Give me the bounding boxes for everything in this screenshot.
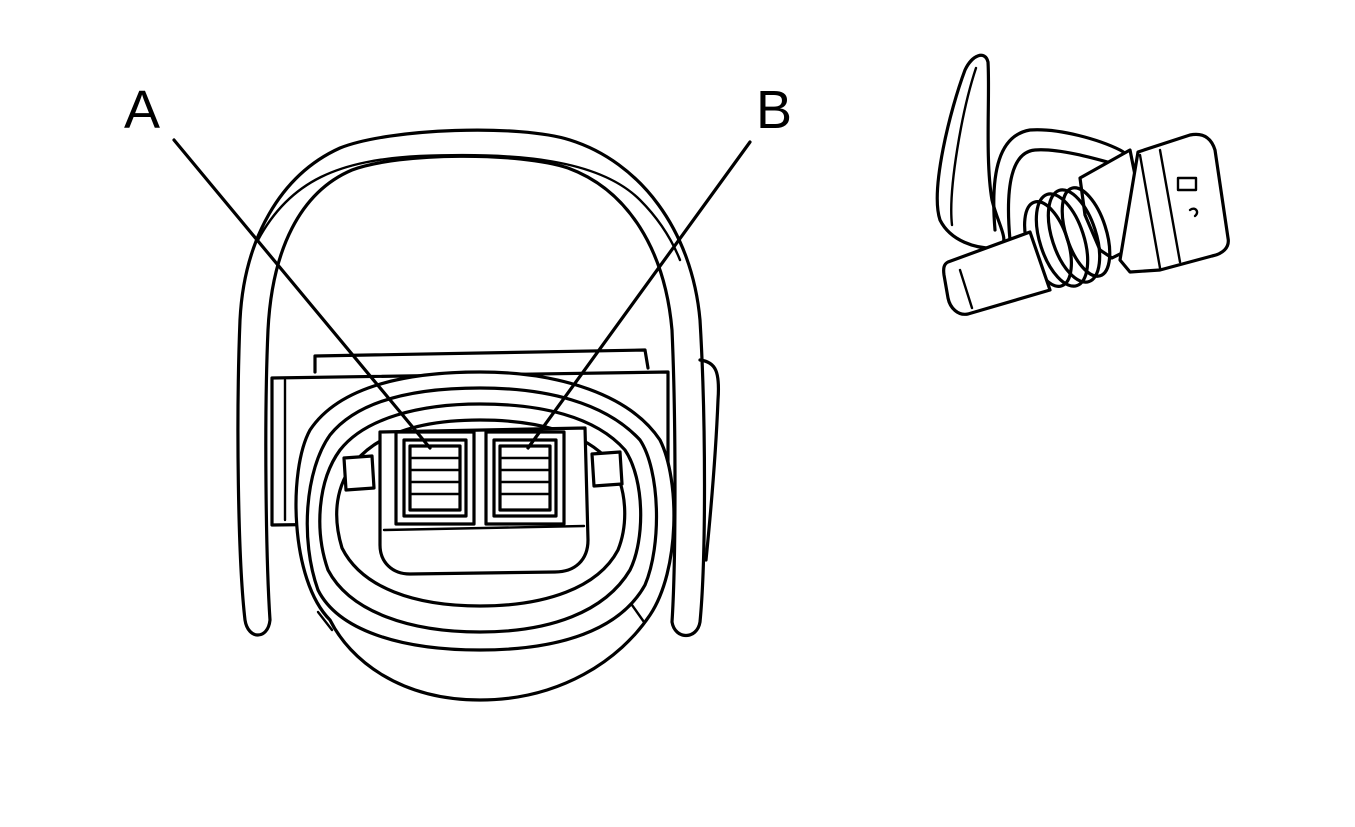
shroud-seam-right (630, 603, 646, 624)
iso-lock-loop-inner (950, 66, 978, 227)
connector-face-view: A B (124, 80, 792, 702)
side-latch (698, 358, 721, 562)
terminal-cavity-a (394, 430, 476, 526)
shroud-seam-left (316, 610, 334, 632)
iso-latch-slot (1176, 176, 1198, 192)
shroud-ring-3 (318, 402, 643, 634)
shroud-ring-2 (305, 386, 659, 652)
iso-rear-block-edge (1138, 148, 1182, 270)
iso-rear-block (1118, 132, 1230, 274)
leader-line-b (526, 140, 752, 450)
iso-lock-loop (935, 53, 1006, 250)
lock-arch-inner (256, 153, 682, 262)
housing-block-right (590, 450, 624, 488)
iso-nose (942, 230, 1052, 316)
iso-seal-ring-2 (1046, 188, 1102, 284)
top-tab (313, 348, 650, 374)
lock-arch-outer (236, 128, 707, 638)
iso-nose-face (958, 268, 974, 310)
terminal-housing-lower (382, 524, 586, 532)
terminal-cavity-b (484, 430, 566, 526)
iso-keyway (1188, 207, 1199, 218)
label-pin-b: B (756, 80, 792, 140)
leader-line-a (172, 138, 432, 450)
connector-isometric-view (935, 53, 1230, 316)
housing-block-left (342, 454, 376, 492)
label-pin-a: A (124, 80, 160, 140)
